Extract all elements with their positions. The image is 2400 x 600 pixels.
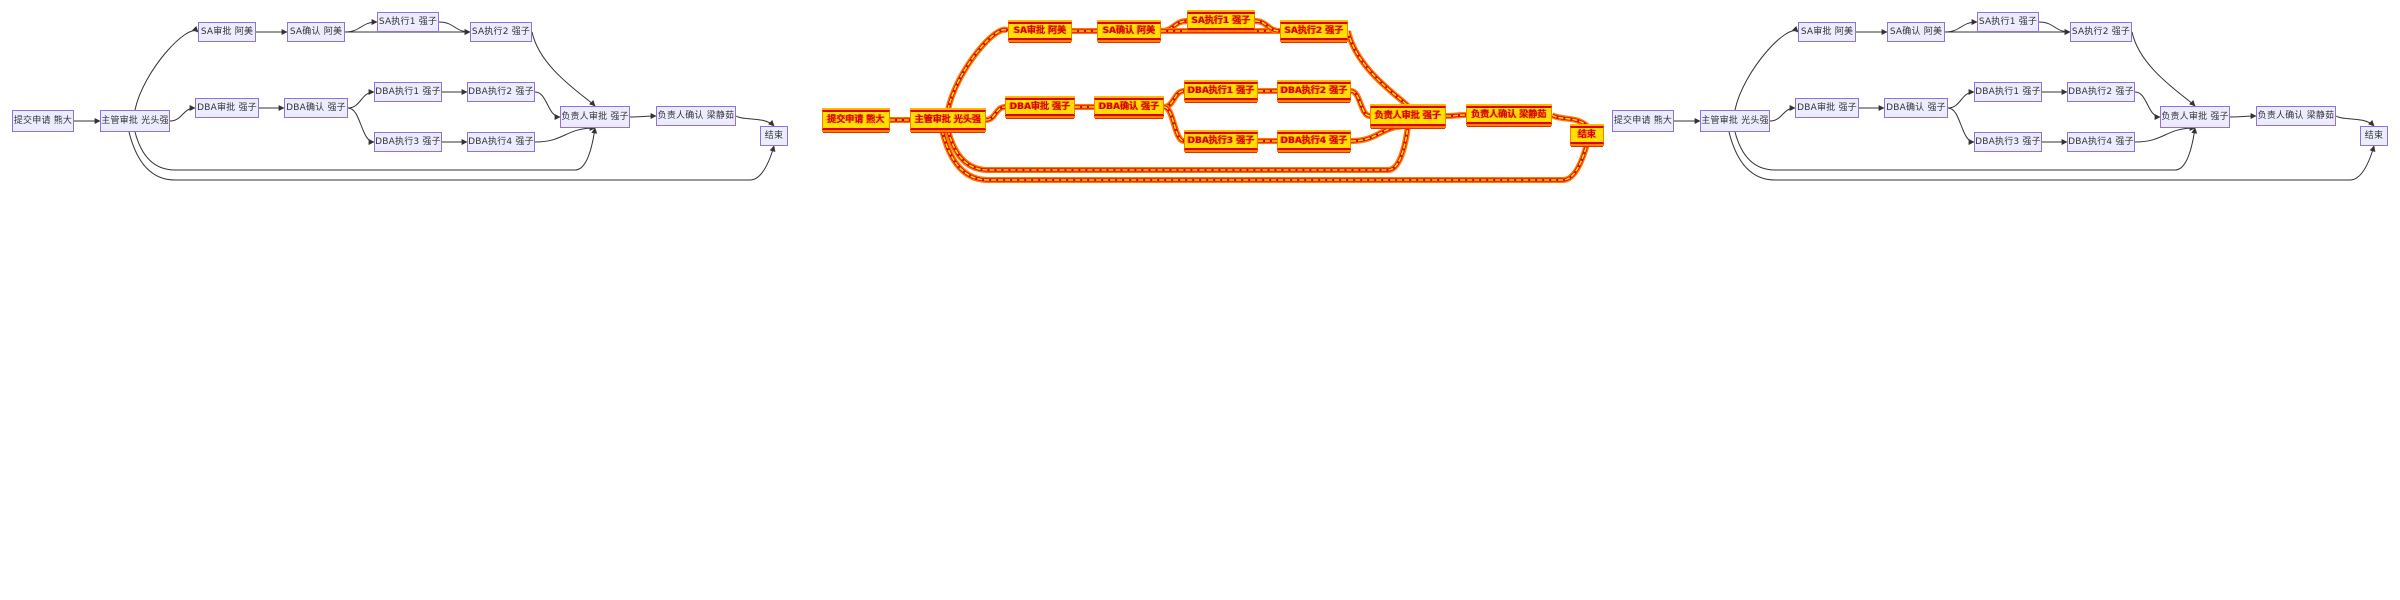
node-owner-appr-panel-1: 负责人审批 强子 [560,106,630,128]
edge-1-mgr-owner_appr [134,127,598,171]
node-submit-panel-2: 提交申请 熊大 [822,110,890,130]
node-sa-ex2-panel-1: SA执行2 强子 [470,22,532,42]
edge-3-owner_conf-end [2335,115,2375,127]
edge-3-dba_ex2-owner_appr [2134,91,2161,120]
edge-3-mgr-sa_appr [1734,26,1799,111]
edge-3-sa_ex1-sa_ex2 [2038,21,2071,35]
node-dba-appr-panel-2: DBA审批 强子 [1005,98,1075,116]
node-sa-appr-panel-2: SA审批 阿美 [1008,22,1072,40]
node-owner-conf-panel-1: 负责人确认 梁静茹 [656,106,736,126]
node-dba-ex4-panel-3: DBA执行4 强子 [2067,132,2135,152]
node-owner-appr-panel-2: 负责人审批 强子 [1370,106,1446,126]
node-dba-appr-panel-3: DBA审批 强子 [1795,98,1859,118]
edge-1-sa_ex1-sa_ex2 [438,21,471,35]
node-submit-panel-3: 提交申请 熊大 [1612,110,1674,132]
edge-1-owner_conf-end [735,115,775,127]
node-end-panel-3: 结束 [2360,126,2388,146]
edge-hot-dba_conf-dba_ex3 [1163,106,1185,142]
edge-1-dba_conf-dba_ex1 [347,89,375,109]
edge-1-dba_ex2-owner_appr [534,91,561,120]
edge-hot-mgr-dba_appr [985,106,1006,121]
edge-3-mgr-end [1728,131,2376,181]
node-end-panel-2: 结束 [1570,126,1604,144]
node-dba-appr-panel-1: DBA审批 强子 [195,98,259,118]
edge-hot-mgr-end [941,129,1588,181]
node-dba-ex4-panel-1: DBA执行4 强子 [467,132,535,152]
node-owner-conf-panel-2: 负责人确认 梁静茹 [1466,106,1552,124]
node-sa-appr-panel-3: SA审批 阿美 [1798,22,1856,42]
node-owner-conf-panel-3: 负责人确认 梁静茹 [2256,106,2336,126]
edge-hot-mgr-owner_appr [947,125,1409,171]
node-dba-ex1-panel-1: DBA执行1 强子 [374,82,442,102]
edge-1-mgr-sa_appr [134,26,199,111]
edge-hot-mgr-sa_appr [947,28,1009,111]
node-dba-ex3-panel-3: DBA执行3 强子 [1974,132,2042,152]
edge-3-dba_ex4-owner_appr [2134,125,2196,143]
node-dba-ex1-panel-3: DBA执行1 强子 [1974,82,2042,102]
node-mgr-panel-2: 主管审批 光头强 [910,110,986,130]
edge-hot-dba_ex4-owner_appr [1350,125,1409,142]
edge-hot-mgr-sa_appr [946,28,1010,111]
edge-hot-dba_ex2-owner_appr [1350,90,1371,117]
edge-1-dba_ex4-owner_appr [534,125,596,143]
edge-1-sa_ex2-owner_appr [531,31,596,107]
edge-3-mgr-dba_appr [1769,105,1796,122]
edge-3-sa_conf-sa_ex1 [1944,19,1978,33]
edge-hot-sa_ex2-owner_appr [1347,30,1409,107]
node-dba-conf-panel-2: DBA确认 强子 [1094,98,1164,116]
edge-hot-owner_conf-end [1551,114,1588,127]
node-sa-conf-panel-1: SA确认 阿美 [287,22,345,42]
edge-hot-sa_ex1-sa_ex2 [1254,20,1281,32]
node-dba-ex4-panel-2: DBA执行4 强子 [1277,132,1351,150]
node-mgr-panel-3: 主管审批 光头强 [1700,110,1770,132]
edge-1-owner_appr-owner_conf [629,113,657,120]
edge-1-mgr-end [128,131,776,181]
edge-hot-owner_appr-owner_conf [1445,114,1467,117]
edge-hot-mgr-sa_appr [945,26,1011,111]
edge-1-sa_conf-sa_ex1 [344,19,378,33]
node-dba-ex3-panel-2: DBA执行3 强子 [1184,132,1258,150]
edge-3-dba_conf-dba_ex3 [1947,107,1975,145]
node-sa-ex1-panel-1: SA执行1 强子 [377,12,439,32]
edge-3-owner_appr-owner_conf [2229,113,2257,120]
edge-3-dba_conf-dba_ex1 [1947,89,1975,109]
edge-3-mgr-owner_appr [1734,127,2198,171]
node-dba-ex1-panel-2: DBA执行1 强子 [1184,82,1258,100]
edge-hot-dba_conf-dba_ex1 [1163,89,1185,109]
node-mgr-panel-1: 主管审批 光头强 [100,110,170,132]
node-sa-conf-panel-3: SA确认 阿美 [1887,22,1945,42]
node-dba-conf-panel-3: DBA确认 强子 [1884,98,1948,118]
edge-1-dba_conf-dba_ex3 [347,107,375,145]
node-dba-conf-panel-1: DBA确认 强子 [284,98,348,118]
node-sa-appr-panel-1: SA审批 阿美 [198,22,256,42]
node-submit-panel-1: 提交申请 熊大 [12,110,74,132]
node-dba-ex2-panel-1: DBA执行2 强子 [467,82,535,102]
node-end-panel-1: 结束 [760,126,788,146]
node-dba-ex2-panel-2: DBA执行2 强子 [1277,82,1351,100]
node-owner-appr-panel-3: 负责人审批 强子 [2160,106,2230,128]
node-sa-ex1-panel-3: SA执行1 强子 [1977,12,2039,32]
node-dba-ex3-panel-1: DBA执行3 强子 [374,132,442,152]
node-sa-ex1-panel-2: SA执行1 强子 [1187,12,1255,30]
edge-3-sa_ex2-owner_appr [2131,31,2196,107]
node-dba-ex2-panel-3: DBA执行2 强子 [2067,82,2135,102]
node-sa-conf-panel-2: SA确认 阿美 [1097,22,1161,40]
node-sa-ex2-panel-3: SA执行2 强子 [2070,22,2132,42]
node-sa-ex2-panel-2: SA执行2 强子 [1280,22,1348,40]
edge-1-mgr-dba_appr [169,105,196,122]
